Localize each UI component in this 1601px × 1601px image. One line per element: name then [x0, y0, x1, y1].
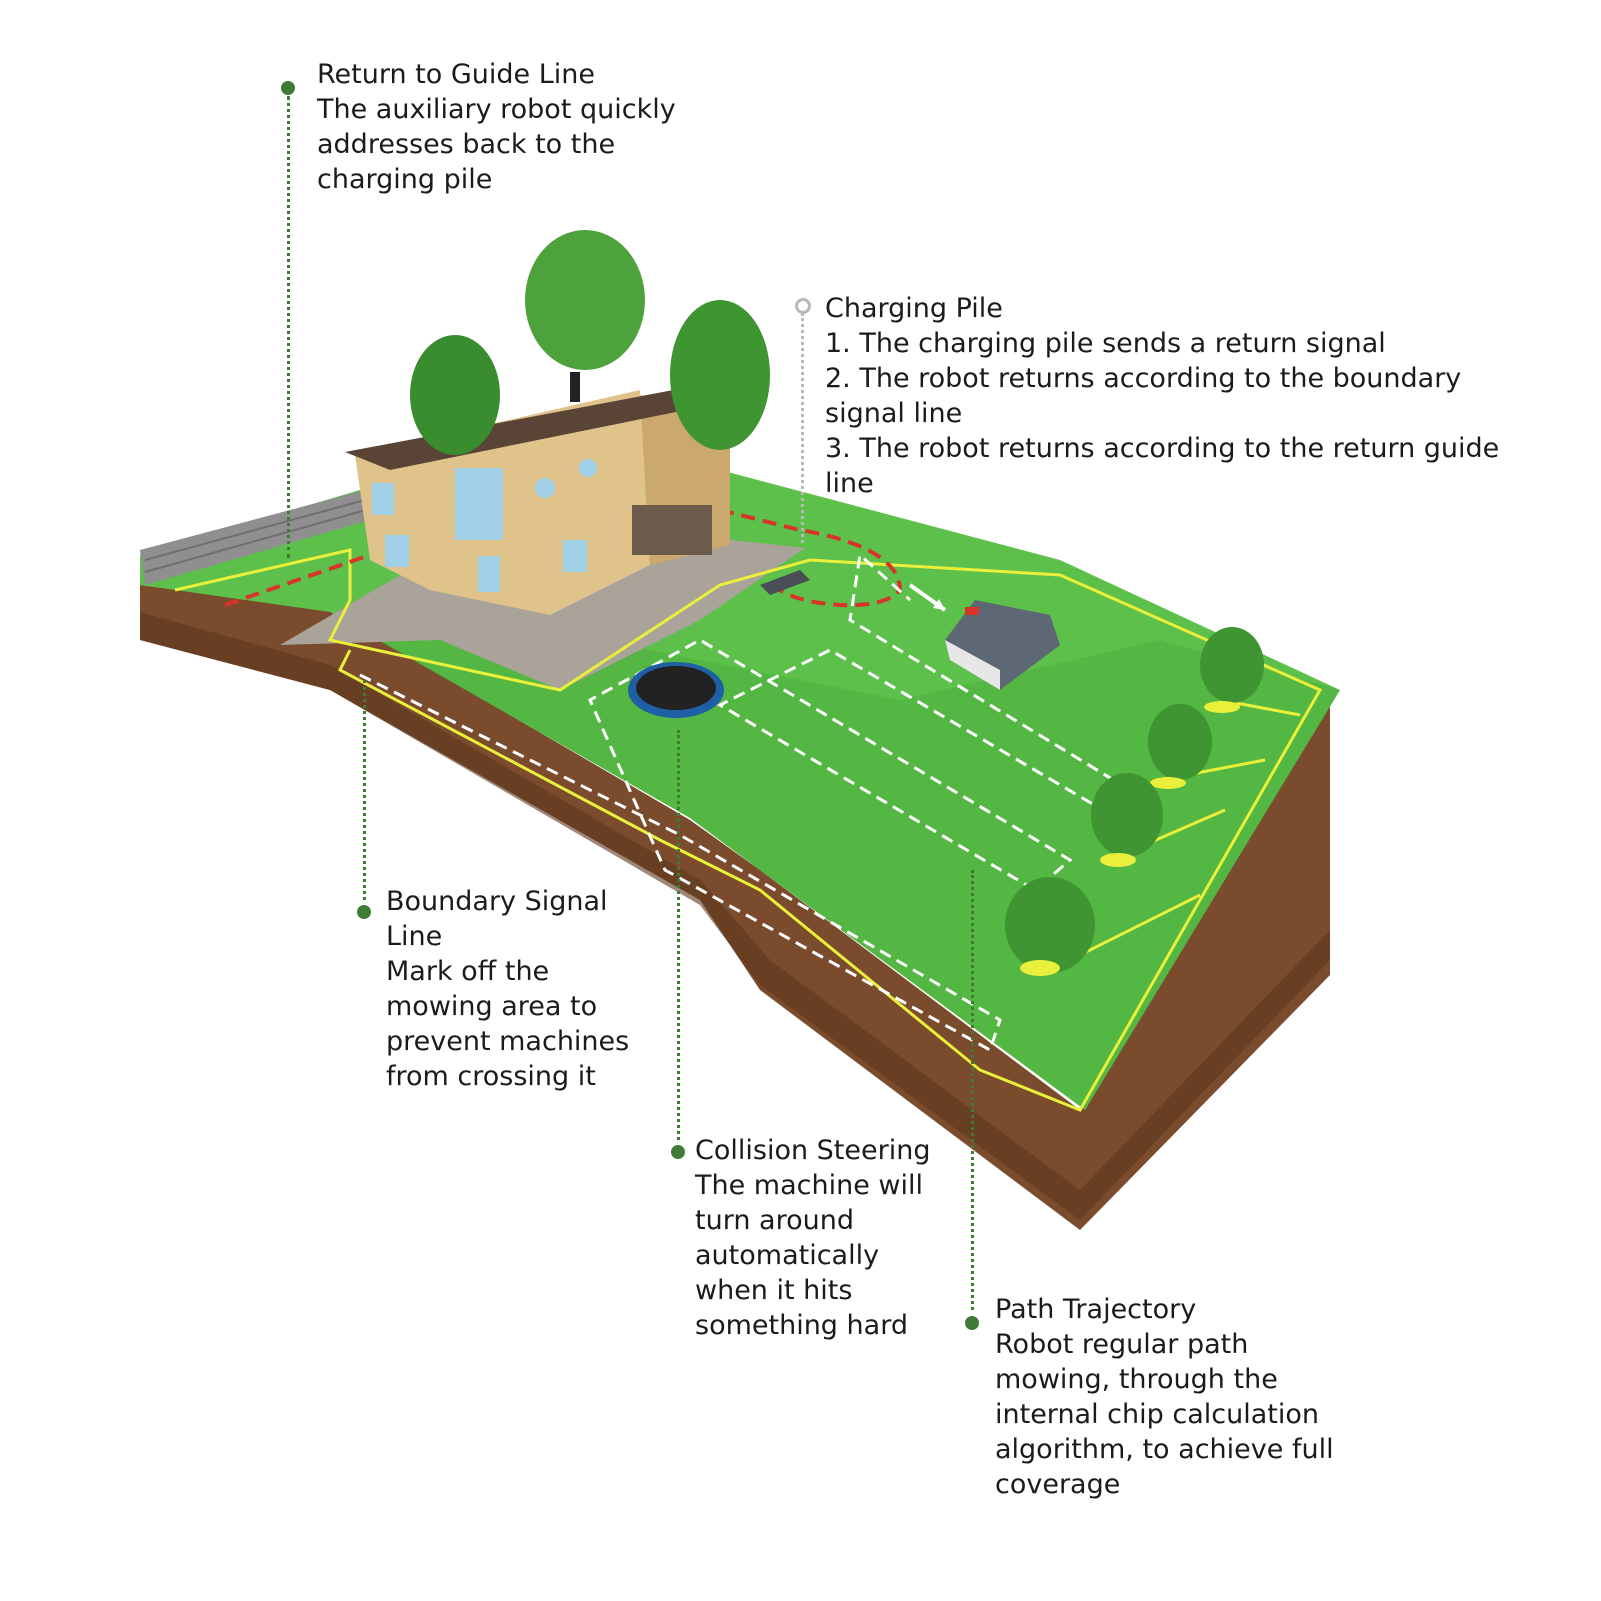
callout-title: Return to Guide Line: [317, 59, 596, 90]
callout-title: Path Trajectory: [995, 1294, 1197, 1325]
callout-line: line: [825, 468, 874, 499]
callout-line: automatically: [695, 1240, 880, 1271]
callout-title: Collision Steering: [695, 1135, 931, 1166]
callout-line: internal chip calculation: [995, 1399, 1319, 1430]
callout-line: addresses back to the: [317, 129, 616, 160]
callout-path: Path Trajectory Robot regular path mowin…: [995, 1292, 1395, 1502]
leader-collision: [677, 730, 680, 1140]
dot-charging-pile: [795, 298, 811, 314]
callout-line: Mark off the: [386, 956, 550, 987]
leader-path: [971, 870, 974, 1310]
leader-return-guide: [287, 96, 290, 558]
callout-line: 2. The robot returns according to the bo…: [825, 363, 1462, 394]
callout-line: Line: [386, 921, 443, 952]
callout-charging-pile: Charging Pile 1. The charging pile sends…: [825, 291, 1595, 501]
callout-boundary: Boundary Signal Line Mark off the mowing…: [386, 884, 666, 1094]
trampoline: [628, 662, 724, 718]
callout-line: algorithm, to achieve full: [995, 1434, 1334, 1465]
callout-title: Charging Pile: [825, 293, 1003, 324]
dot-boundary: [357, 905, 371, 919]
trees-back: [410, 230, 770, 455]
boundary-wire: [174, 548, 1323, 1112]
dot-collision: [671, 1145, 685, 1159]
dot-path: [965, 1316, 979, 1330]
leader-charging-pile: [801, 313, 804, 543]
callout-line: prevent machines: [386, 1026, 630, 1057]
callout-line: something hard: [695, 1310, 908, 1341]
charging-station: [760, 570, 810, 595]
trees-right: [1005, 627, 1264, 976]
callout-title: Boundary Signal: [386, 886, 608, 917]
callout-line: turn around: [695, 1205, 854, 1236]
callout-line: Robot regular path: [995, 1329, 1249, 1360]
leader-boundary: [363, 680, 366, 900]
robot-mower: [945, 600, 1060, 690]
callout-collision: Collision Steering The machine will turn…: [695, 1133, 985, 1343]
callout-line: mowing area to: [386, 991, 598, 1022]
callout-line: when it hits: [695, 1275, 853, 1306]
callout-line: from crossing it: [386, 1061, 596, 1092]
callout-line: The auxiliary robot quickly: [317, 94, 676, 125]
mowing-path: [359, 552, 1132, 1053]
dot-return-guide: [281, 81, 295, 95]
callout-line: 3. The robot returns according to the re…: [825, 433, 1500, 464]
callout-line: The machine will: [695, 1170, 923, 1201]
callout-line: charging pile: [317, 164, 493, 195]
callout-line: mowing, through the: [995, 1364, 1278, 1395]
callout-line: 1. The charging pile sends a return sign…: [825, 328, 1386, 359]
callout-line: coverage: [995, 1469, 1121, 1500]
callout-return-guide: Return to Guide Line The auxiliary robot…: [317, 57, 717, 197]
callout-line: signal line: [825, 398, 963, 429]
